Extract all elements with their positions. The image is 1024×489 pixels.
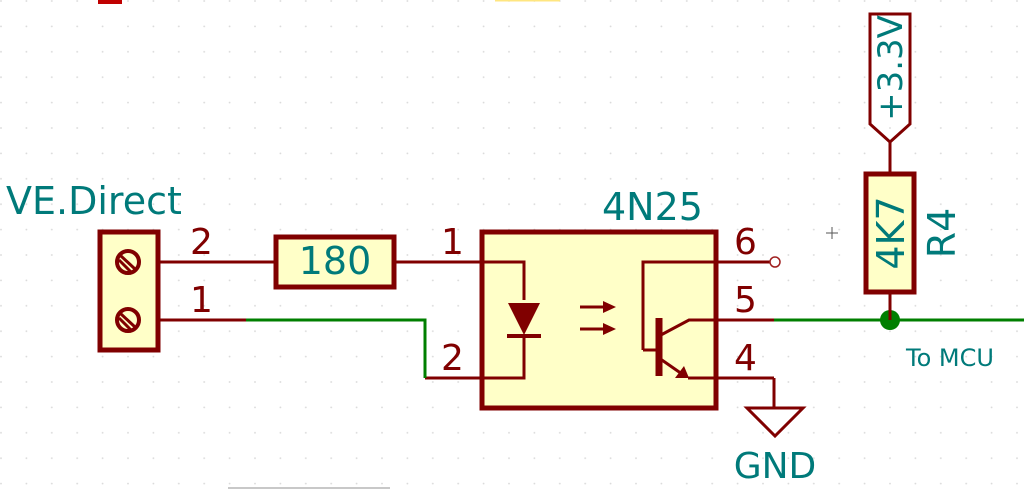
r4-ref: R4 xyxy=(920,208,964,259)
opto-pin-5: 5 xyxy=(734,280,757,321)
no-connect-pin6-marker xyxy=(769,256,781,268)
resistor-180-value: 180 xyxy=(299,239,372,283)
ground-label: GND xyxy=(734,446,817,487)
optocoupler-4n25[interactable]: 4N25 1 2 6 5 4 xyxy=(441,185,757,411)
clipped-red-item xyxy=(98,0,122,4)
resistor-180[interactable]: 180 xyxy=(273,234,397,290)
phototransistor-icon xyxy=(641,260,716,380)
r4-body xyxy=(863,171,917,295)
led-cathode-wire xyxy=(482,336,526,380)
power-flag-icon xyxy=(868,12,912,145)
wire-connector1-to-opto2 xyxy=(246,318,427,378)
ve-direct-connector[interactable]: VE.Direct 2 1 xyxy=(6,179,213,353)
opto-pin-4: 4 xyxy=(734,338,757,379)
r4-value: 4K7 xyxy=(869,196,913,269)
screw-terminal-top-icon xyxy=(115,249,141,275)
opto-pin-6: 6 xyxy=(734,222,757,263)
light-arrows-icon xyxy=(580,301,616,335)
optocoupler-part-label: 4N25 xyxy=(602,185,703,229)
led-diode-icon xyxy=(508,303,540,335)
opto-pin-2: 2 xyxy=(441,338,464,379)
screw-terminal-bottom-icon xyxy=(115,307,141,333)
connector-pin-1: 1 xyxy=(190,280,213,321)
connector-ref-label: VE.Direct xyxy=(6,179,182,223)
connector-pin-2: 2 xyxy=(190,222,213,263)
cursor-crosshair-icon xyxy=(826,227,838,239)
opto-pin-1: 1 xyxy=(441,222,464,263)
ground-icon xyxy=(743,406,807,439)
resistor-180-body xyxy=(273,234,397,290)
led-anode-wire xyxy=(482,260,526,300)
net-label-to-mcu: To MCU xyxy=(905,344,994,372)
resistor-r4[interactable]: 4K7 R4 xyxy=(863,142,964,320)
power-label: +3.3V xyxy=(871,15,911,121)
ground-symbol[interactable]: GND xyxy=(734,406,817,487)
power-3v3-symbol[interactable]: +3.3V xyxy=(868,12,912,145)
